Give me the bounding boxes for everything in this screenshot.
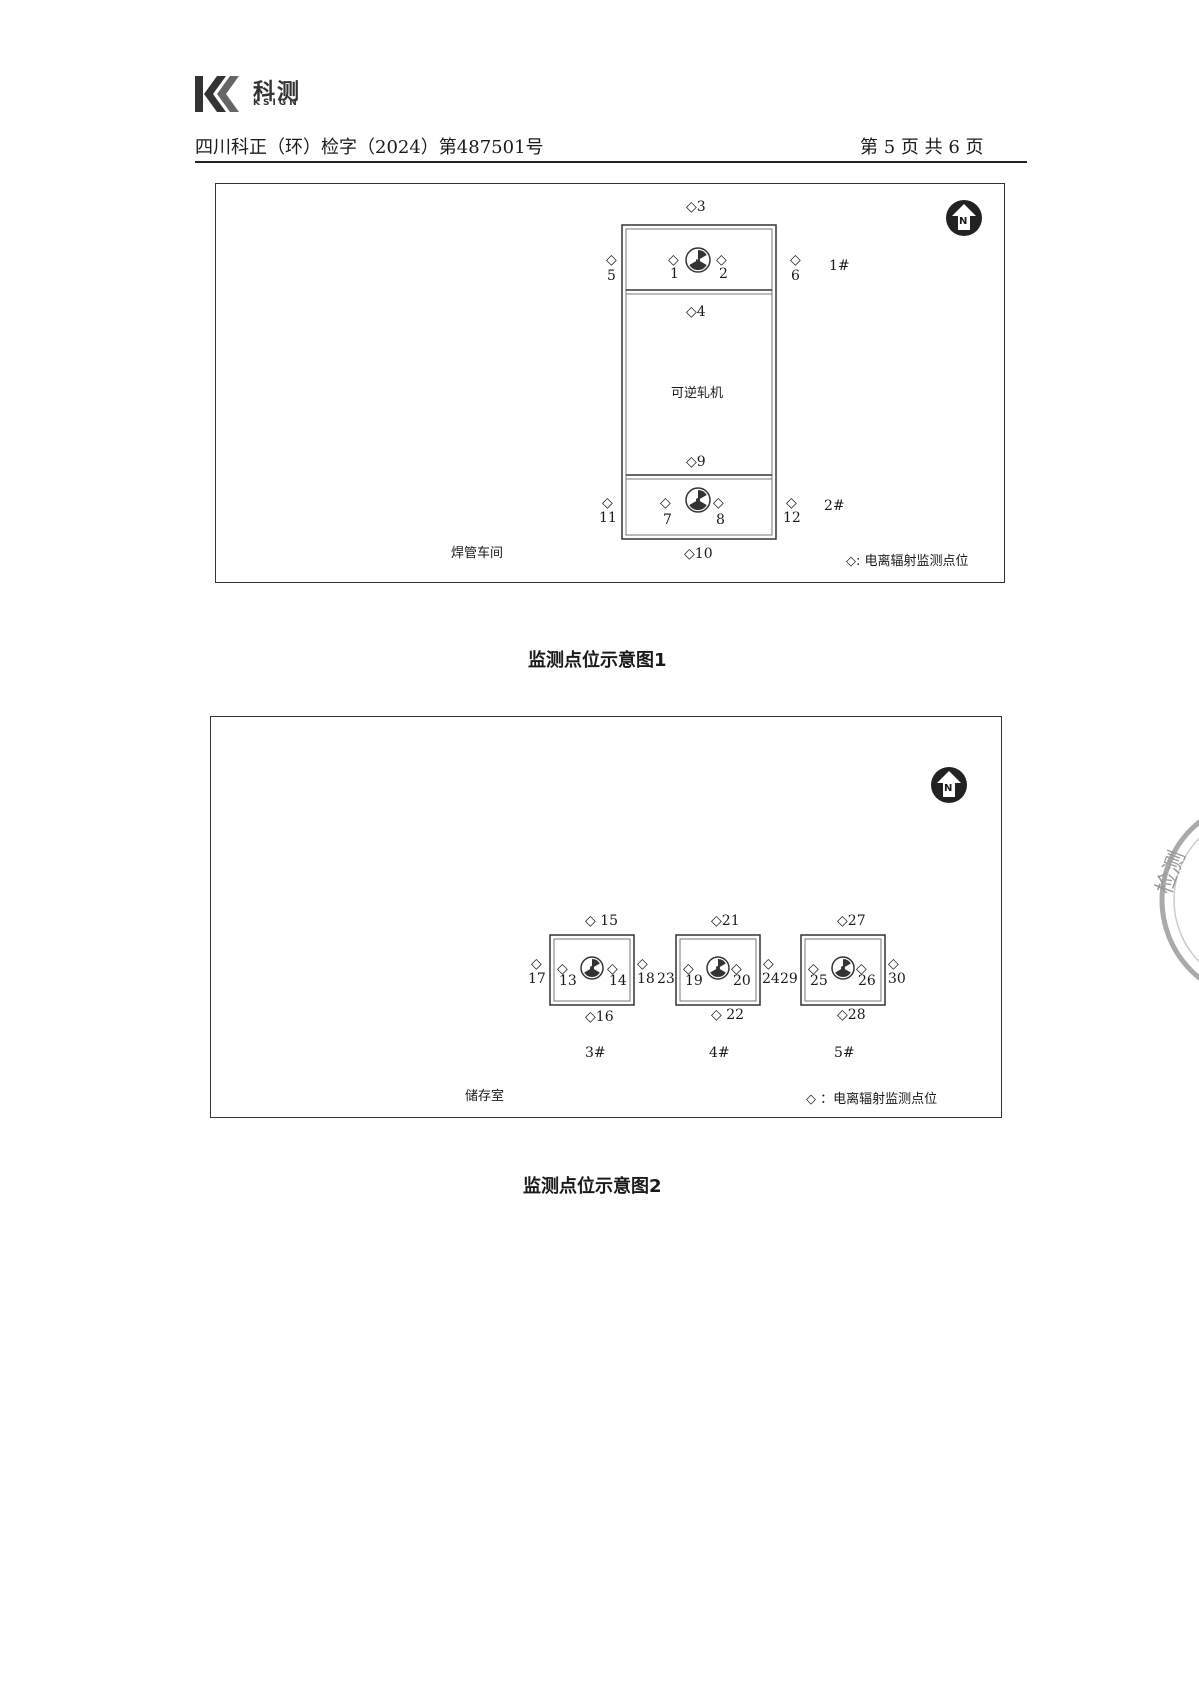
legend-text: ◇: 电离辐射监测点位 bbox=[846, 554, 969, 569]
legend-text: ◇ ：电离辐射监测点位 bbox=[806, 1092, 938, 1107]
room-2-label: 2# bbox=[824, 498, 845, 514]
monitoring-point-5: 5 bbox=[607, 268, 616, 284]
monitoring-point-marker: ◇ bbox=[660, 495, 671, 511]
monitoring-point-1: 1 bbox=[670, 266, 679, 282]
figure-2-frame: N ◇ 15 ◇ 17 ◇ 13 ◇ 14 ◇ 18 ◇16 3# ◇21 23… bbox=[210, 716, 1002, 1118]
monitoring-point-marker: ◇ bbox=[763, 956, 774, 972]
monitoring-point-24: 24 bbox=[762, 971, 780, 987]
radiation-source-icon bbox=[706, 956, 730, 980]
room-1-label: 1# bbox=[829, 258, 850, 274]
monitoring-point-27: ◇27 bbox=[837, 913, 866, 929]
monitoring-point-17: 17 bbox=[528, 971, 546, 987]
monitoring-point-10: ◇10 bbox=[684, 546, 713, 562]
monitoring-point-marker: ◇ bbox=[668, 252, 679, 268]
monitoring-point-18: 18 bbox=[637, 971, 655, 987]
monitoring-point-20: ◇ bbox=[731, 961, 742, 977]
monitoring-point-marker: ◇ bbox=[531, 956, 542, 972]
room-4-label: 4# bbox=[709, 1045, 730, 1061]
room-3-label: 3# bbox=[585, 1045, 606, 1061]
monitoring-point-25: ◇ bbox=[808, 961, 819, 977]
monitoring-point-23: 23 bbox=[657, 971, 675, 987]
monitoring-point-marker: ◇ bbox=[790, 252, 801, 268]
monitoring-point-12: 12 bbox=[783, 510, 801, 526]
logo-mark-icon bbox=[195, 76, 239, 112]
figure-1-diagram bbox=[621, 224, 777, 540]
radiation-source-icon bbox=[685, 247, 711, 273]
monitoring-point-marker: ◇ bbox=[716, 252, 727, 268]
monitoring-point-marker: ◇ bbox=[713, 495, 724, 511]
logo-sub-text: KSIGN bbox=[253, 98, 300, 108]
north-arrow-icon: N bbox=[944, 198, 984, 238]
radiation-source-icon bbox=[580, 956, 604, 980]
monitoring-point-8: 8 bbox=[716, 512, 725, 528]
report-number: 四川科正（环）检字（2024）第487501号 bbox=[195, 137, 544, 158]
logo-brand-text: 科测 bbox=[253, 80, 302, 105]
monitoring-point-29: 29 bbox=[780, 971, 798, 987]
monitoring-point-4: ◇4 bbox=[686, 304, 706, 320]
monitoring-point-15: ◇ 15 bbox=[585, 913, 619, 929]
radiation-source-icon bbox=[685, 487, 711, 513]
figure-1-caption: 监测点位示意图1 bbox=[528, 650, 667, 671]
monitoring-point-2: 2 bbox=[719, 266, 728, 282]
official-seal: 检测 bbox=[1152, 790, 1199, 1010]
monitoring-point-26: ◇ bbox=[856, 961, 867, 977]
machine-label: 可逆轧机 bbox=[671, 386, 724, 401]
north-arrow-icon: N bbox=[929, 765, 969, 805]
monitoring-point-11: 11 bbox=[599, 510, 617, 526]
monitoring-point-14: ◇ bbox=[607, 961, 618, 977]
monitoring-point-28: ◇28 bbox=[837, 1007, 866, 1023]
monitoring-point-7: 7 bbox=[663, 512, 672, 528]
figure-2-caption: 监测点位示意图2 bbox=[523, 1176, 662, 1197]
company-logo: 科测 KSIGN bbox=[195, 76, 335, 112]
monitoring-point-21: ◇21 bbox=[711, 913, 740, 929]
figure-1-frame: N ◇3 ◇ 1 ◇ 2 ◇ 5 ◇ 6 1# ◇4 可逆轧机 ◇9 ◇ 11 … bbox=[215, 183, 1005, 583]
monitoring-point-marker: ◇ bbox=[606, 252, 617, 268]
room-5-label: 5# bbox=[834, 1045, 855, 1061]
monitoring-point-9: ◇9 bbox=[686, 454, 706, 470]
figure-2-diagram bbox=[549, 934, 886, 1006]
monitoring-point-22: ◇ 22 bbox=[711, 1007, 745, 1023]
monitoring-point-marker: ◇ bbox=[602, 495, 613, 511]
radiation-source-icon bbox=[831, 956, 855, 980]
monitoring-point-19: ◇ bbox=[683, 961, 694, 977]
monitoring-point-13: ◇ bbox=[557, 961, 568, 977]
monitoring-point-marker: ◇ bbox=[786, 495, 797, 511]
monitoring-point-16: ◇16 bbox=[585, 1009, 614, 1025]
monitoring-point-6: 6 bbox=[791, 268, 800, 284]
page-info: 第 5 页 共 6 页 bbox=[860, 137, 984, 158]
monitoring-point-30: 30 bbox=[888, 971, 906, 987]
svg-text:检测: 检测 bbox=[1152, 848, 1191, 898]
monitoring-point-3: ◇3 bbox=[686, 199, 706, 215]
header-rule bbox=[195, 161, 1027, 163]
monitoring-point-marker: ◇ bbox=[888, 956, 899, 972]
monitoring-point-marker: ◇ bbox=[637, 956, 648, 972]
workshop-label: 焊管车间 bbox=[451, 546, 504, 561]
storage-label: 储存室 bbox=[465, 1089, 505, 1104]
